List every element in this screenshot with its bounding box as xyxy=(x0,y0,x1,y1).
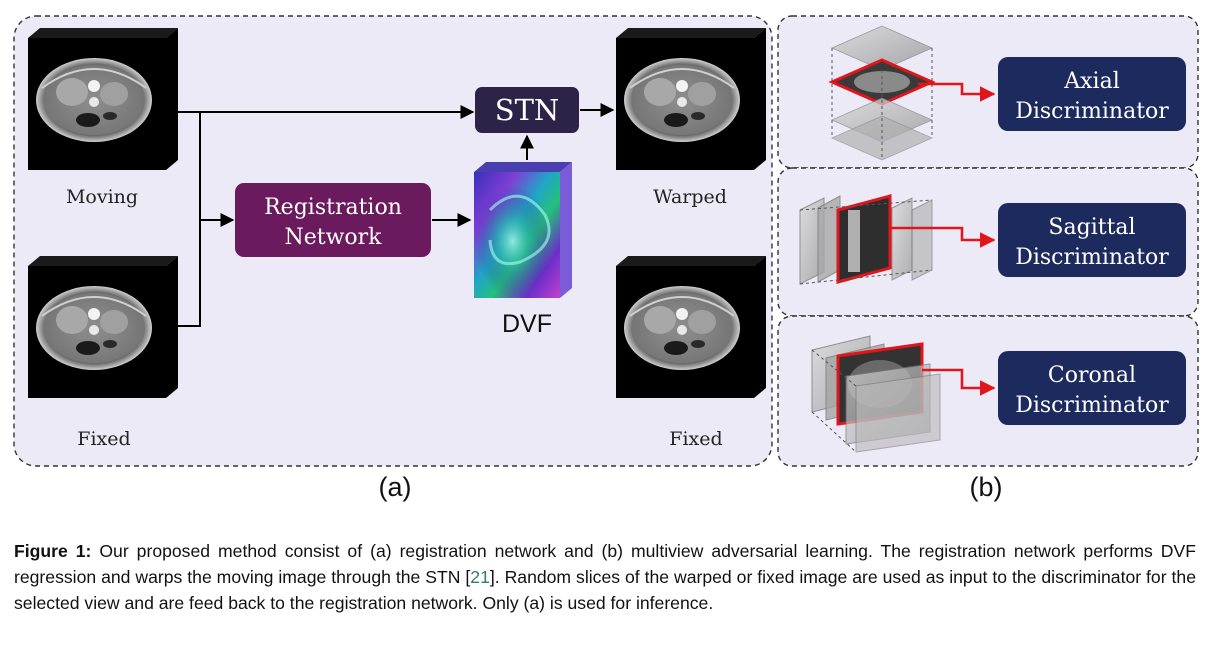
axial-slice-stack xyxy=(828,25,936,161)
caption-text-part1: Our proposed method consist of (a) regis… xyxy=(14,541,1196,587)
coronal-discriminator-label-line2: Discriminator xyxy=(1015,393,1169,418)
connector-lines xyxy=(166,103,615,327)
caption-reference-link[interactable]: 21 xyxy=(470,567,490,587)
coronal-discriminator-label-line1: Coronal xyxy=(1048,363,1136,388)
stn-box xyxy=(475,87,579,133)
warped-label: Warped xyxy=(653,186,727,208)
fixed-right-label: Fixed xyxy=(669,428,722,450)
coronal-discriminator-box xyxy=(998,351,1186,425)
moving-ct-volume xyxy=(27,27,179,171)
registration-label-line1: Registration xyxy=(264,195,402,220)
fixed-right-ct-volume xyxy=(615,255,767,399)
panel-b-label: (b) xyxy=(970,472,1003,502)
registration-network-box xyxy=(235,183,431,257)
moving-label: Moving xyxy=(66,186,138,208)
axial-discriminator-box xyxy=(998,57,1186,131)
stn-label: STN xyxy=(495,93,560,127)
panel-a-label: (a) xyxy=(379,472,412,502)
caption-text-part2: ]. Random slices of the warped or fixed … xyxy=(14,567,1196,613)
dvf-label: DVF xyxy=(502,310,552,338)
figure-caption: Figure 1: Our proposed method consist of… xyxy=(14,538,1196,616)
axial-discriminator-label-line2: Discriminator xyxy=(1015,99,1169,124)
registration-label-line2: Network xyxy=(284,225,382,250)
dvf-volume xyxy=(474,162,572,298)
sagittal-discriminator-label-line1: Sagittal xyxy=(1048,215,1135,240)
method-diagram: STN Registration Network DVF Moving Fixe… xyxy=(13,15,1199,502)
axial-discriminator-label-line1: Axial xyxy=(1063,69,1119,94)
fixed-label: Fixed xyxy=(77,428,130,450)
caption-label: Figure 1: xyxy=(14,541,92,561)
fixed-ct-volume xyxy=(27,255,179,399)
coronal-slice-stack xyxy=(811,335,941,453)
warped-ct-volume xyxy=(615,27,767,171)
discriminator-connectors xyxy=(890,82,996,396)
sagittal-discriminator-box xyxy=(998,203,1186,277)
sagittal-discriminator-label-line2: Discriminator xyxy=(1015,245,1169,270)
sagittal-slice-stack xyxy=(799,194,933,285)
